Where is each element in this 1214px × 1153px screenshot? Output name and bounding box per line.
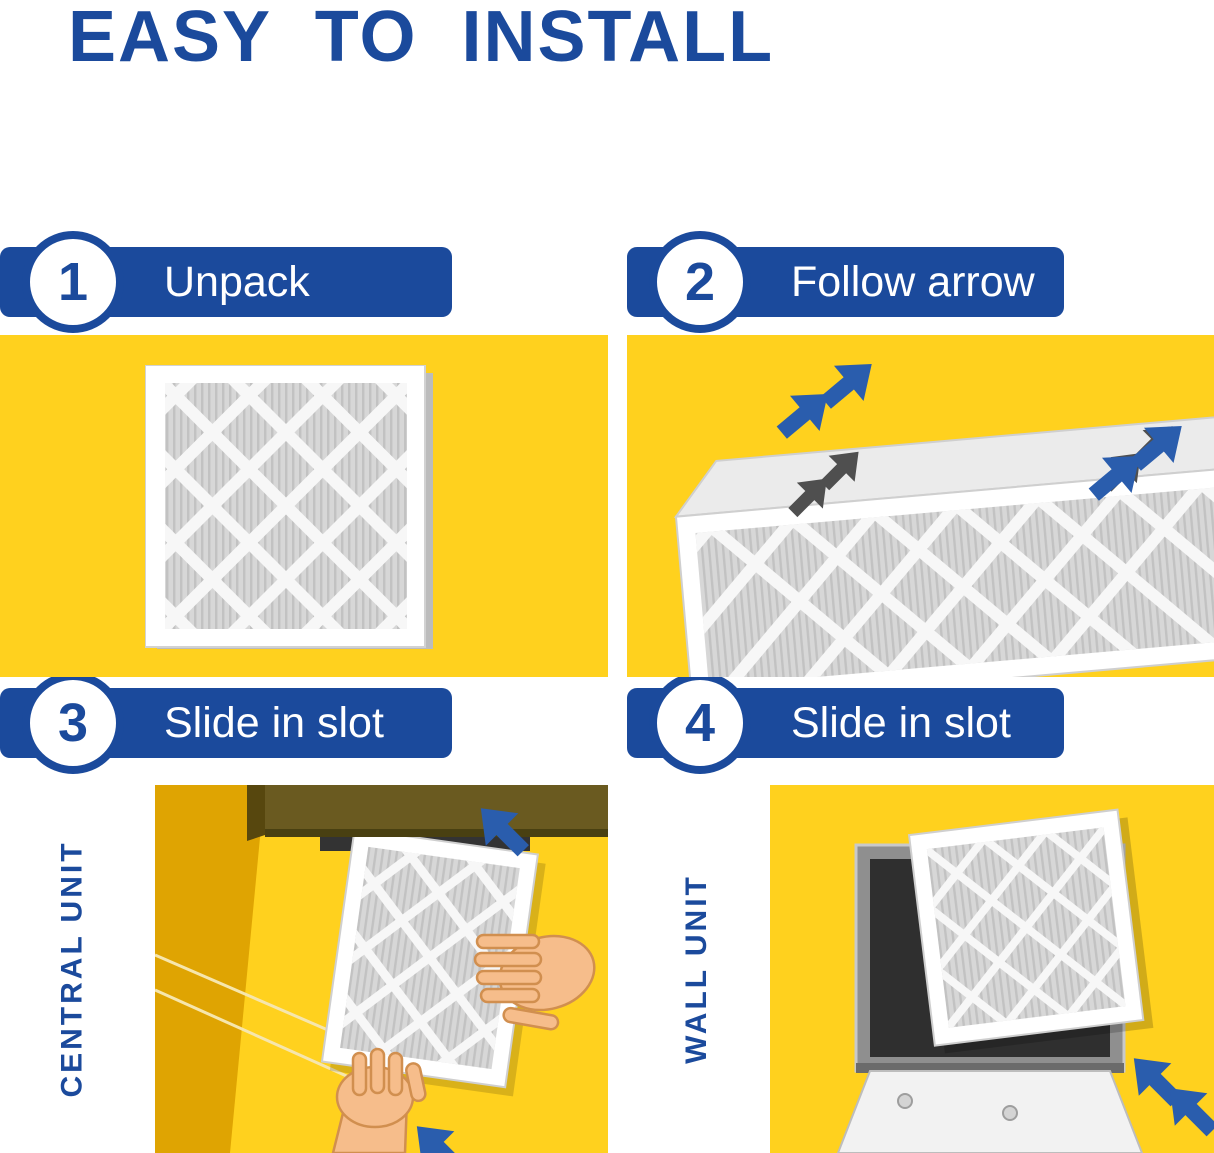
step-2-label: Follow arrow [791, 257, 1035, 306]
wall-unit-label: WALL UNIT [680, 874, 714, 1064]
step-1-number: 1 [57, 252, 89, 312]
furnace-beam [247, 785, 608, 841]
step-3-number-badge: 3 [22, 672, 124, 774]
screw-hole [897, 1093, 913, 1109]
step-1-header: 1 Unpack [0, 231, 452, 333]
screw-hole [1002, 1105, 1018, 1121]
step-2-number: 2 [684, 252, 716, 312]
step-4-number: 4 [684, 693, 716, 753]
page-title: EASY TO INSTALL [68, 0, 775, 77]
step-4-number-badge: 4 [649, 672, 751, 774]
filter-airflow-illustration [673, 346, 1214, 677]
central-unit-illustration [155, 785, 608, 1153]
step-3-illustration-panel [155, 785, 608, 1153]
step-2-number-badge: 2 [649, 231, 751, 333]
central-unit-label: CENTRAL UNIT [56, 840, 90, 1098]
step-3-header: 3 Slide in slot [0, 672, 452, 774]
tilted-filter [673, 410, 1214, 677]
vent-door-open [836, 1063, 1144, 1153]
step-3-label: Slide in slot [164, 698, 384, 747]
right-hand [473, 933, 596, 1031]
step-3-number: 3 [57, 693, 89, 753]
duct-wall [155, 785, 265, 1153]
filter-being-inserted [320, 827, 546, 1097]
step-4-header: 4 Slide in slot [627, 672, 1064, 774]
filter-front-illustration [145, 365, 433, 649]
step-2-illustration-panel [627, 335, 1214, 677]
step-1-label: Unpack [164, 257, 310, 306]
wall-unit-illustration [770, 785, 1214, 1153]
step-1-number-badge: 1 [22, 231, 124, 333]
step-4-label: Slide in slot [791, 698, 1011, 747]
filter-sliding-in [907, 808, 1154, 1054]
step-1-illustration-panel [0, 335, 608, 677]
step-4-illustration-panel [770, 785, 1214, 1153]
left-hand [331, 1047, 427, 1153]
step-2-header: 2 Follow arrow [627, 231, 1064, 333]
